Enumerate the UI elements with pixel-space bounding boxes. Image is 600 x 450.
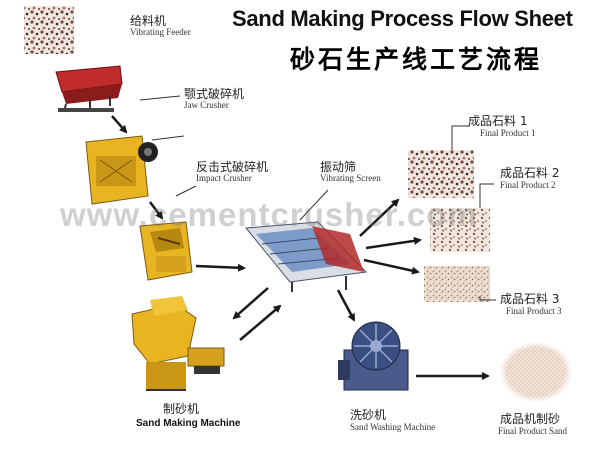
- title-english: Sand Making Process Flow Sheet: [232, 6, 573, 31]
- arrow-screen-to-product-1: [359, 198, 400, 237]
- sand-making-machine-label-cn: 制砂机: [163, 402, 200, 416]
- arrow-sand-maker-to-screen: [239, 304, 282, 341]
- arrow-screen-to-product-3: [363, 258, 420, 275]
- vibrating-screen-label-cn: 振动筛: [320, 160, 357, 174]
- jaw-crusher-machine: [85, 135, 158, 205]
- final-product-3-image: [424, 266, 490, 302]
- final-product-sand-label-en: Final Product Sand: [498, 426, 567, 436]
- impact-crusher-machine: [139, 221, 193, 281]
- impact-crusher-label-en: Impact Crusher: [196, 173, 252, 183]
- watermark: www.cementcrusher.com: [60, 196, 478, 233]
- final-product-1-label-en: Final Product 1: [480, 128, 536, 138]
- vibrating-screen-label-en: Vibrating Screen: [320, 173, 381, 183]
- sand-making-machine-unit: [131, 296, 225, 391]
- sand-washing-machine-unit: [338, 321, 409, 391]
- jaw-crusher-label-cn: 颚式破碎机: [184, 87, 245, 101]
- arrow-screen-to-sand-maker: [232, 287, 269, 320]
- sand-making-machine-label-en: Sand Making Machine: [136, 418, 241, 429]
- final-product-1-label-cn: 成品石料 1: [468, 114, 528, 128]
- impact-crusher-label-cn: 反击式破碎机: [196, 160, 269, 174]
- arrow-feeder-to-jaw: [111, 115, 128, 134]
- flow-arrows: [111, 115, 490, 380]
- sand-washing-machine-label-en: Sand Washing Machine: [350, 422, 436, 432]
- final-product-3-label-cn: 成品石料 3: [500, 292, 560, 306]
- vibrating-feeder-label-cn: 给料机: [130, 14, 167, 28]
- final-product-2-label-en: Final Product 2: [500, 180, 556, 190]
- arrow-impact-to-screen: [195, 263, 246, 272]
- title-chinese: 砂石生产线工艺流程: [290, 45, 543, 74]
- vibrating-screen-machine: [245, 221, 368, 292]
- arrow-screen-to-product-2: [365, 236, 422, 250]
- final-product-3-label-en: Final Product 3: [506, 306, 562, 316]
- final-product-sand-image: [500, 342, 572, 402]
- vibrating-feeder-machine: [55, 65, 123, 113]
- final-product-1-image: [408, 150, 474, 198]
- vibrating-feeder-label-en: Vibrating Feeder: [130, 27, 191, 37]
- final-product-sand-label-cn: 成品机制砂: [500, 412, 561, 426]
- arrow-jaw-to-impact: [149, 201, 164, 220]
- final-product-2-label-cn: 成品石料 2: [500, 166, 560, 180]
- sand-washing-machine-label-cn: 洗砂机: [350, 408, 387, 422]
- arrow-screen-to-washer: [336, 289, 356, 322]
- leader-lines: [139, 95, 496, 301]
- jaw-crusher-label-en: Jaw Crusher: [184, 100, 229, 110]
- raw-material-image: [24, 6, 74, 54]
- final-product-2-image: [430, 208, 490, 252]
